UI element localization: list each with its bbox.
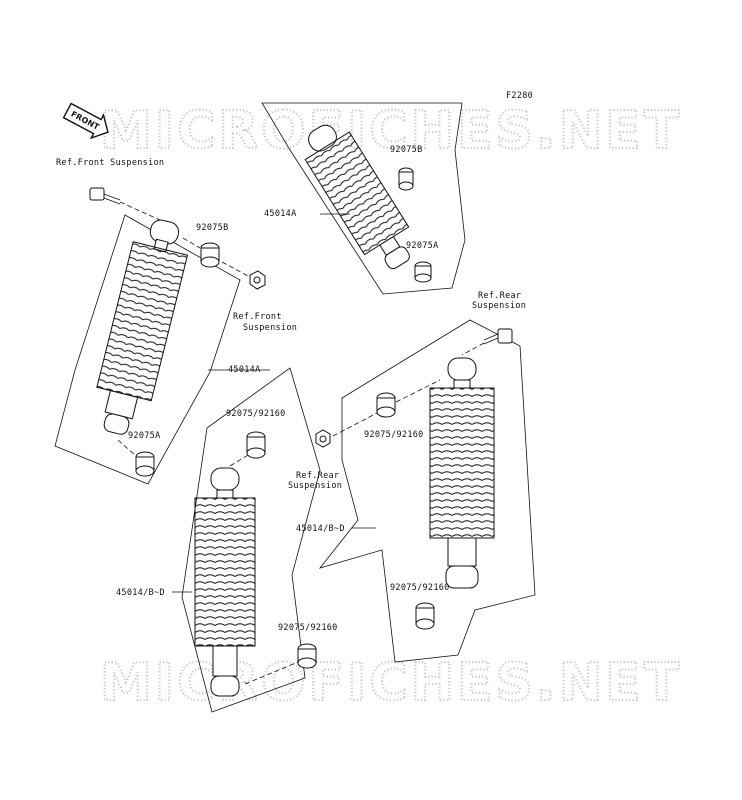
- label-ref-rear-mid-2: Suspension: [288, 481, 342, 491]
- bushing-92075-92160-rear-right-top: [376, 392, 396, 418]
- bolt-front-icon: [89, 187, 121, 205]
- leader-front-nut: [221, 261, 249, 277]
- bushing-92075B-front: [200, 242, 220, 268]
- label-45014A-top: 45014A: [264, 209, 297, 219]
- label-45014A-front: 45014A: [228, 365, 261, 375]
- bushing-92075A-front: [135, 451, 155, 477]
- watermark-bottom: MICROFICHES.NET: [100, 653, 682, 713]
- leader-rear-left-bottom: [244, 661, 299, 685]
- label-92075-92160-right-bottom: 92075/92160: [390, 583, 450, 593]
- shock-absorber-rear-left: [194, 467, 256, 697]
- label-ref-front-mid-2: Suspension: [243, 323, 297, 333]
- frame-top: [261, 102, 466, 295]
- frame-rear-left: [181, 367, 321, 713]
- label-92075A-top: 92075A: [406, 241, 439, 251]
- bushing-92075A-top: [414, 261, 432, 283]
- label-ref-rear-right-2: Suspension: [472, 301, 526, 311]
- label-ref-rear-mid-1: Ref.Rear: [296, 471, 339, 481]
- label-92075-92160-left-bottom: 92075/92160: [278, 623, 338, 633]
- label-ref-front-mid-1: Ref.Front: [233, 312, 282, 322]
- nut-rear-icon: [315, 429, 331, 448]
- leader-front-bottom: [117, 439, 137, 457]
- label-45014-BD-right: 45014/B~D: [296, 524, 345, 534]
- label-45014-BD-left: 45014/B~D: [116, 588, 165, 598]
- shock-absorber-top: [304, 124, 410, 270]
- leader-bolt-front: [119, 201, 161, 221]
- leader-rear-bushing: [395, 379, 441, 403]
- bushing-92075-92160-rear-right-bottom: [415, 602, 435, 630]
- bolt-rear-icon: [483, 328, 513, 345]
- leader-rear-bolt: [461, 342, 485, 356]
- leader-rear-left-top: [229, 454, 249, 467]
- leader-front-bushing: [182, 237, 201, 249]
- label-ref-front-suspension-top: Ref.Front Suspension: [56, 158, 164, 168]
- bushing-92075-92160-rear-left-bottom: [297, 643, 317, 669]
- nut-front-icon: [249, 270, 266, 290]
- bushing-92075B-top: [398, 167, 414, 191]
- label-92075A-front: 92075A: [128, 431, 161, 441]
- label-92075B-front: 92075B: [196, 223, 229, 233]
- label-92075-92160-left-top: 92075/92160: [226, 409, 286, 419]
- frame-front-left: [54, 214, 241, 485]
- label-ref-rear-right-1: Ref.Rear: [478, 291, 521, 301]
- figure-code: F2280: [506, 91, 533, 101]
- shock-absorber-front: [96, 219, 189, 435]
- bushing-92075-92160-rear-left-top: [246, 431, 266, 459]
- shock-absorber-rear-right: [429, 357, 495, 589]
- label-92075-92160-mid: 92075/92160: [364, 430, 424, 440]
- leader-rear-nut: [332, 412, 378, 437]
- watermark-top: MICROFICHES.NET: [100, 101, 682, 161]
- label-92075B-top: 92075B: [390, 145, 423, 155]
